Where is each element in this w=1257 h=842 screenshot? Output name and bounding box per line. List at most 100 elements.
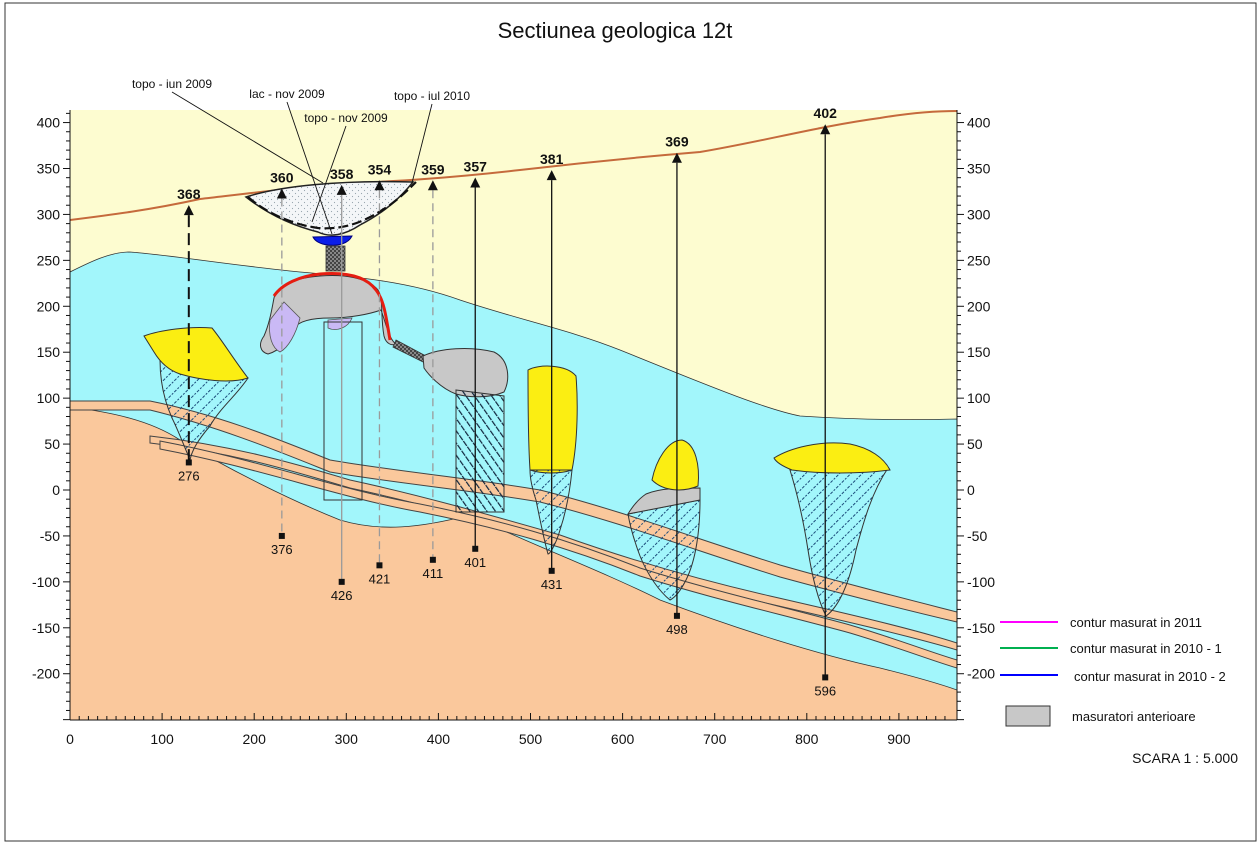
borehole-381-top-marker (546, 170, 557, 181)
borehole-402-bottom-marker (822, 674, 829, 681)
legend-label-old: masuratori anterioare (1072, 709, 1196, 724)
borehole-357-bottom-label: 401 (464, 555, 486, 570)
borehole-360-top-label: 360 (270, 170, 294, 186)
borehole-354-bottom-label: 421 (369, 571, 391, 586)
y-tick-label-right: 400 (967, 115, 991, 131)
legend-label-2010-2: contur masurat in 2010 - 2 (1074, 669, 1226, 684)
bedrock-band-2 (149, 435, 957, 651)
cavity-lilac (269, 301, 301, 353)
y-tick-label-right: -150 (967, 620, 995, 636)
borehole-369-top-label: 369 (665, 134, 689, 150)
borehole-402-bottom-label: 596 (814, 683, 836, 698)
y-tick-label-right: -100 (967, 574, 995, 590)
y-tick-label-right: 200 (967, 298, 991, 314)
ore-body-3-yellow (527, 365, 578, 474)
borehole-354-top-label: 354 (368, 161, 392, 177)
annotation-label-3: topo - iul 2010 (394, 89, 470, 103)
x-tick-label: 300 (335, 731, 359, 747)
cavity-red-contour-2011 (272, 272, 392, 341)
y-tick-label-left: -100 (32, 574, 60, 590)
annotation-leader-0 (171, 91, 324, 184)
crater (244, 180, 415, 236)
annotation-label-2: topo - nov 2009 (304, 111, 388, 125)
topographic-surface (70, 110, 957, 221)
borehole-381-top-label: 381 (540, 151, 564, 167)
legend: contur masurat in 2011 contur masurat in… (1000, 615, 1238, 766)
legend-swatch-old (1005, 705, 1051, 727)
borehole-354-bottom-marker (376, 562, 383, 569)
borehole-368-bottom-label: 276 (178, 468, 200, 483)
x-tick-label: 400 (427, 731, 451, 747)
figure-title: Sectiunea geologica 12t (498, 18, 733, 43)
borehole-360-bottom-label: 376 (271, 542, 293, 557)
y-tick-label-right: 150 (967, 344, 991, 360)
ore-body-5-yellow (773, 442, 891, 474)
annotation-leader-1 (286, 101, 333, 235)
borehole-402-top-label: 402 (814, 105, 838, 121)
x-tick-label: 200 (243, 731, 267, 747)
y-tick-label-left: 150 (37, 344, 61, 360)
y-tick-label-left: -150 (32, 620, 60, 636)
scale-label: SCARA 1 : 5.000 (1132, 750, 1238, 766)
borehole-358-top-label: 358 (330, 166, 354, 182)
crater-nov2009-contour (247, 181, 417, 230)
y-tick-label-right: 50 (967, 436, 983, 452)
borehole-359-bottom-marker (429, 556, 436, 563)
borehole-369-bottom-marker (673, 612, 680, 619)
borehole-359-top-label: 359 (421, 161, 445, 177)
y-tick-label-left: 0 (52, 482, 60, 498)
x-tick-label: 900 (887, 731, 911, 747)
ore-body-4-yellow (651, 439, 699, 491)
x-tick-label: 500 (519, 731, 543, 747)
y-tick-label-right: -50 (967, 528, 987, 544)
y-tick-label-left: 300 (37, 206, 61, 222)
crater-neck (325, 245, 346, 272)
ore-body-4-hatch (627, 499, 701, 601)
y-tick-label-left: 200 (37, 298, 61, 314)
y-tick-label-left: 250 (37, 252, 61, 268)
cavity-right (422, 348, 509, 398)
annotation-label-0: topo - iun 2009 (132, 77, 212, 91)
borehole-402-top-marker (820, 124, 831, 135)
y-tick-label-right: 300 (967, 206, 991, 222)
ore-body-4-gray (626, 487, 701, 515)
borehole-354-top-marker (374, 180, 385, 191)
borehole-359-top-marker (427, 180, 438, 191)
borehole-357-top-marker (470, 177, 481, 188)
geological-layers (70, 110, 957, 720)
y-tick-label-right: 100 (967, 390, 991, 406)
borehole-358-top-marker (336, 184, 347, 195)
bedrock-band-1 (70, 400, 957, 623)
annotation-leader-3 (411, 103, 433, 184)
ore-body-5-hatch (789, 467, 889, 617)
borehole-360-bottom-marker (278, 532, 285, 539)
y-tick-label-right: 350 (967, 160, 991, 176)
annotation-label-1: lac - nov 2009 (249, 87, 325, 101)
ore-body-2-hatch (455, 389, 505, 513)
borehole-381-bottom-label: 431 (541, 577, 563, 592)
y-tick-label-left: -200 (32, 666, 60, 682)
y-tick-label-right: -200 (967, 666, 995, 682)
borehole-357-top-label: 357 (464, 159, 488, 175)
borehole-381-bottom-marker (548, 567, 555, 574)
y-tick-label-left: 350 (37, 160, 61, 176)
y-tick-label-right: 250 (967, 252, 991, 268)
y-tick-label-left: 100 (37, 390, 61, 406)
figure-border (4, 2, 1257, 842)
borehole-359-bottom-label: 411 (423, 566, 444, 581)
borehole-360-top-marker (276, 188, 287, 199)
ore-body-3-hatch (529, 469, 573, 555)
borehole-358-bottom-marker (338, 578, 345, 585)
y-tick-label-right: 0 (967, 482, 975, 498)
x-tick-label: 100 (150, 731, 174, 747)
x-tick-label: 600 (611, 731, 635, 747)
x-tick-label: 800 (795, 731, 819, 747)
y-tick-label-left: -50 (40, 528, 60, 544)
boreholes: 3682763603763584263544213594113574013814… (177, 105, 837, 698)
annotation-leader-2 (311, 125, 347, 223)
old-shaft-outline (323, 321, 363, 501)
y-tick-label-left: 400 (37, 115, 61, 131)
axes: 400 400 350 350 300 300 250 250 200 200 150 150 100 1… (32, 110, 995, 747)
borehole-358-bottom-label: 426 (331, 588, 353, 603)
